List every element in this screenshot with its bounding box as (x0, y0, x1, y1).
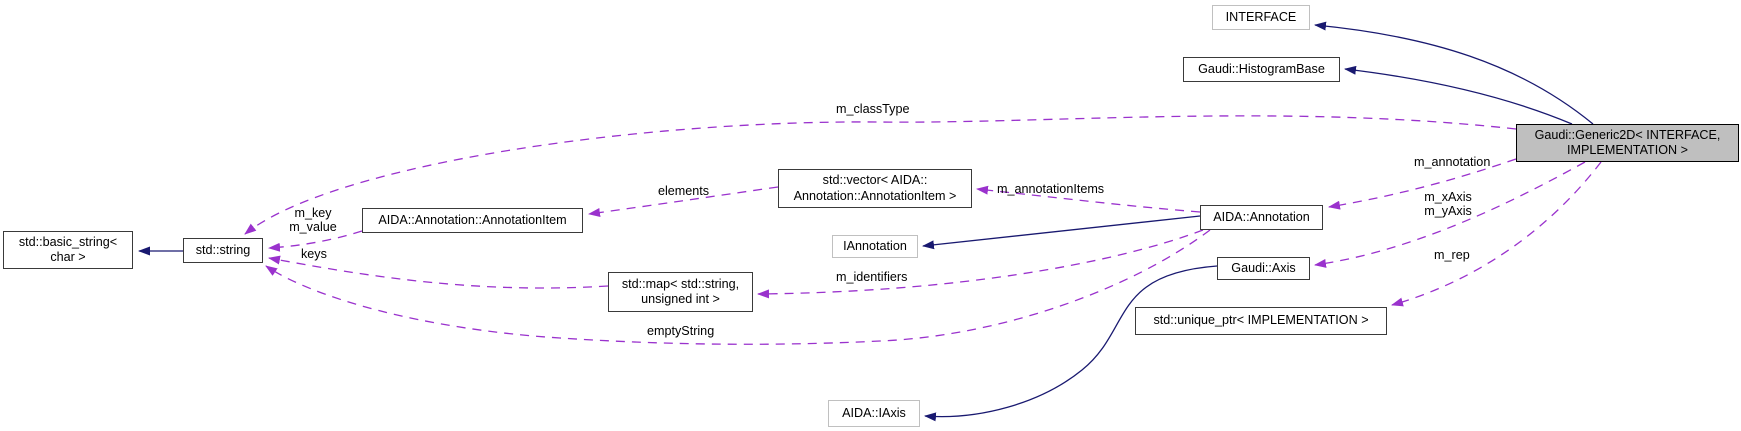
edge-label-yaxis: m_yAxis (1424, 204, 1472, 218)
node-iannotation: IAnnotation (832, 235, 918, 258)
edge-label-annotation: m_annotation (1414, 155, 1491, 169)
node-label-line2: char > (50, 250, 86, 264)
node-label: AIDA::Annotation::AnnotationItem (378, 212, 567, 227)
edge-generic2d-histogrambase (1344, 65, 1573, 125)
edge-keys (268, 255, 609, 289)
node-histogram-base[interactable]: Gaudi::HistogramBase (1183, 57, 1340, 82)
node-label-line1: std::basic_string< (18, 234, 118, 249)
edge-emptystring (265, 229, 1211, 345)
edge-label-xaxis-yaxis: m_xAxis m_yAxis (1416, 190, 1480, 218)
node-std-vector[interactable]: std::vector< AIDA:: Annotation::Annotati… (778, 169, 972, 208)
node-unique-ptr[interactable]: std::unique_ptr< IMPLEMENTATION > (1135, 307, 1387, 335)
edge-label-keys: keys (301, 247, 327, 261)
node-std-map[interactable]: std::map< std::string, unsigned int > (608, 272, 753, 312)
edge-annotation-member (1328, 158, 1517, 210)
edge-key-value (268, 230, 363, 252)
edge-gaudiaxis-iaxis (924, 265, 1218, 422)
edge-elements (588, 186, 779, 217)
edge-label-key: m_key (294, 206, 332, 220)
edge-label-annotationitems: m_annotationItems (997, 182, 1105, 196)
node-annotation[interactable]: AIDA::Annotation (1200, 205, 1323, 230)
edge-label-emptystring: emptyString (647, 324, 715, 338)
edge-label-classtype: m_classType (836, 102, 910, 116)
node-basic-string[interactable]: std::basic_string< char > (3, 231, 133, 269)
node-label-line1: std::vector< AIDA:: (822, 173, 928, 187)
node-label: Gaudi::HistogramBase (1198, 61, 1325, 76)
node-iaxis: AIDA::IAxis (828, 400, 920, 427)
node-annotation-item[interactable]: AIDA::Annotation::AnnotationItem (362, 208, 583, 233)
edge-annotation-iannotation (922, 215, 1201, 250)
edge-label-value: m_value (289, 220, 337, 234)
edge-generic2d-interface (1314, 21, 1594, 125)
node-label: Gaudi::Axis (1231, 260, 1296, 275)
node-label-line1: Gaudi::Generic2D< INTERFACE, (1534, 127, 1721, 142)
node-label: AIDA::IAxis (842, 405, 906, 420)
node-label-line2: Annotation::AnnotationItem > (793, 188, 957, 203)
node-label: std::unique_ptr< IMPLEMENTATION > (1153, 313, 1369, 328)
edge-rep (1391, 161, 1602, 307)
node-label: INTERFACE (1225, 9, 1297, 24)
node-std-string[interactable]: std::string (183, 238, 263, 263)
node-gaudi-axis[interactable]: Gaudi::Axis (1217, 257, 1310, 280)
node-label: AIDA::Annotation (1213, 209, 1310, 224)
node-label-line2: IMPLEMENTATION > (1567, 143, 1688, 157)
node-interface: INTERFACE (1212, 5, 1310, 30)
edge-label-elements: elements (658, 184, 710, 198)
edge-label-key-value: m_key m_value (284, 206, 342, 234)
edge-annotationitems (976, 185, 1201, 213)
node-label: std::string (195, 242, 251, 257)
edge-label-xaxis: m_xAxis (1424, 190, 1472, 204)
node-generic2d: Gaudi::Generic2D< INTERFACE, IMPLEMENTAT… (1516, 124, 1739, 162)
edge-label-identifiers: m_identifiers (836, 270, 908, 284)
edge-xaxis-yaxis (1314, 161, 1586, 268)
node-label: IAnnotation (843, 238, 907, 253)
node-label-line1: std::map< std::string, (621, 276, 740, 291)
edge-identifiers (757, 229, 1204, 299)
node-label-line2: unsigned int > (641, 292, 720, 306)
edge-label-rep: m_rep (1434, 248, 1470, 262)
